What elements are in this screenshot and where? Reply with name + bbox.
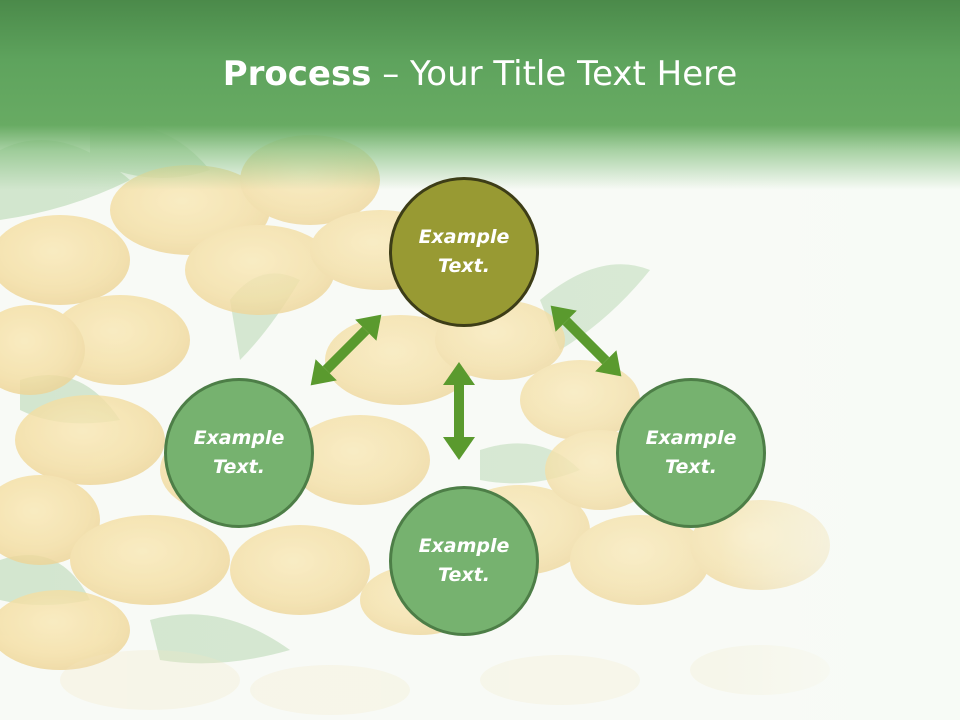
node-right-label: Example Text. <box>645 427 737 478</box>
arrow-group <box>310 305 622 460</box>
title-bar <box>0 0 960 190</box>
arrow-top-right <box>550 305 622 377</box>
title-bold-text: Process <box>222 54 372 94</box>
node-bottom-label: Example Text. <box>418 535 510 586</box>
process-node-left: Example Text. <box>164 378 314 528</box>
process-node-bottom: Example Text. <box>389 486 539 636</box>
title-rest-text: – Your Title Text Here <box>371 54 738 94</box>
process-node-right: Example Text. <box>616 378 766 528</box>
node-top-label: Example Text. <box>418 226 510 277</box>
process-node-top: Example Text. <box>389 177 539 327</box>
arrow-top-bottom <box>443 362 475 460</box>
slide-title: Process – Your Title Text Here <box>0 50 960 98</box>
node-left-label: Example Text. <box>193 427 285 478</box>
arrow-left-top <box>310 314 382 386</box>
